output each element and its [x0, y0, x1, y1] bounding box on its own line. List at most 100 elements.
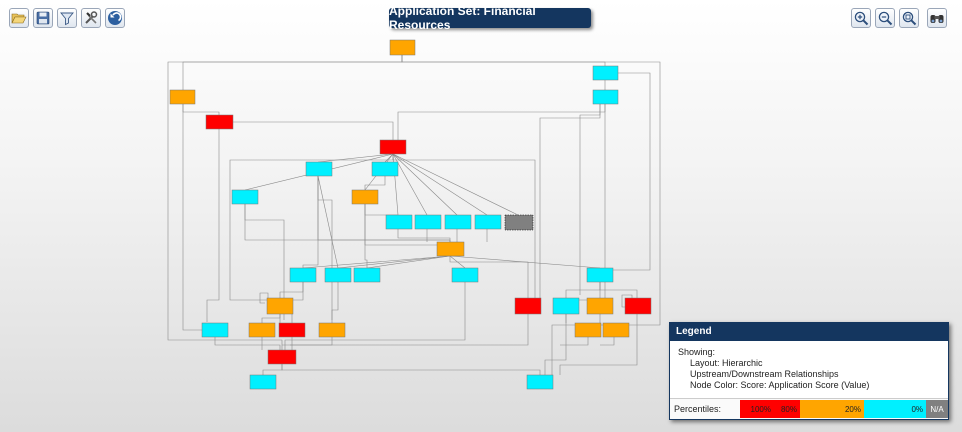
graph-edge: [206, 129, 220, 322]
graph-edge: [364, 204, 368, 268]
graph-node[interactable]: [574, 322, 602, 338]
graph-node[interactable]: [353, 267, 381, 283]
graph-node[interactable]: [592, 89, 619, 105]
graph-edge: [317, 176, 333, 320]
percentile-segment-na: N/A: [926, 400, 948, 418]
graph-edge: [302, 176, 319, 268]
graph-node[interactable]: [169, 89, 196, 105]
graph-node[interactable]: [586, 267, 614, 283]
graph-node[interactable]: [385, 214, 413, 230]
zoom-out-icon: [878, 11, 893, 26]
graph-node[interactable]: [289, 267, 317, 283]
graph-edge: [392, 153, 458, 216]
legend-relationships: Upstream/Downstream Relationships: [690, 369, 839, 379]
graph-edge: [284, 282, 466, 350]
graph-edge: [233, 121, 394, 140]
graph-node[interactable]: [379, 139, 407, 155]
graph-edge: [364, 176, 386, 190]
graph-node[interactable]: [248, 322, 276, 338]
graph-edge: [392, 154, 536, 300]
graph-edge: [282, 314, 529, 346]
graph-edge: [317, 175, 339, 269]
graph-node[interactable]: [318, 322, 346, 338]
graph-edge: [600, 337, 615, 346]
graph-node[interactable]: [624, 297, 652, 315]
graph-edge: [401, 55, 606, 66]
toolbar-right: [851, 8, 947, 28]
floppy-save-icon: [36, 11, 50, 25]
graph-edge: [397, 104, 606, 140]
percentile-segment-80: 80%: [774, 400, 800, 418]
overview-button[interactable]: [927, 8, 947, 28]
zoom-fit-icon: [902, 11, 917, 26]
save-button[interactable]: [33, 8, 53, 28]
graph-edge: [214, 337, 281, 350]
legend-layout: Layout: Hierarchic: [690, 358, 763, 368]
folder-open-icon: [11, 13, 27, 24]
graph-edge: [599, 282, 638, 298]
undo-button[interactable]: [105, 8, 125, 28]
legend-title: Legend: [670, 323, 948, 341]
graph-node[interactable]: [278, 322, 306, 338]
graph-node[interactable]: [267, 349, 297, 365]
graph-node[interactable]: [324, 267, 352, 283]
graph-edge: [392, 153, 519, 216]
graph-node[interactable]: [266, 297, 294, 315]
graph-node[interactable]: [389, 39, 416, 56]
graph-edge: [366, 255, 451, 269]
percentiles-label: Percentiles:: [674, 404, 722, 414]
graph-edge: [261, 314, 281, 323]
percentiles-row: Percentiles: 100% 80% 20% 0% N/A: [670, 398, 948, 419]
graph-node[interactable]: [305, 161, 333, 177]
graph-edge: [560, 337, 589, 346]
graph-edge: [182, 104, 220, 115]
graph-edge: [291, 282, 304, 323]
percentile-segment-20: 20%: [800, 400, 864, 418]
graph-node[interactable]: [231, 189, 259, 205]
graph-node[interactable]: [474, 214, 502, 230]
graph-node[interactable]: [586, 297, 614, 315]
graph-node[interactable]: [444, 214, 472, 230]
filter-button[interactable]: [57, 8, 77, 28]
graph-node[interactable]: [592, 65, 619, 81]
graph-node[interactable]: [201, 322, 229, 338]
graph-edge: [317, 153, 394, 163]
graph-node[interactable]: [602, 322, 630, 338]
percentile-segment-100: 100%: [740, 400, 774, 418]
wrench-screwdriver-icon: [85, 11, 98, 24]
graph-edge: [539, 104, 601, 300]
zoom-in-button[interactable]: [851, 8, 871, 28]
zoom-out-button[interactable]: [875, 8, 895, 28]
graph-node[interactable]: [451, 267, 479, 283]
graph-node[interactable]: [414, 214, 442, 230]
graph-node[interactable]: [552, 297, 580, 315]
graph-node[interactable]: [351, 189, 379, 205]
binoculars-icon: [930, 15, 944, 23]
graph-node[interactable]: [205, 114, 234, 130]
graph-node[interactable]: [249, 374, 277, 390]
graph-edge: [449, 256, 529, 300]
zoom-fit-button[interactable]: [899, 8, 919, 28]
graph-node[interactable]: [371, 161, 399, 177]
graph-edge: [167, 55, 403, 350]
graph-edge: [290, 337, 333, 346]
percentile-segment-0: 0%: [864, 400, 926, 418]
zoom-in-icon: [854, 11, 869, 26]
graph-edge: [262, 364, 283, 375]
graph-node[interactable]: [436, 241, 465, 257]
legend-panel: Legend Showing: Layout: Hierarchic Upstr…: [669, 322, 949, 420]
graph-edge: [397, 229, 451, 242]
legend-body: Showing: Layout: Hierarchic Upstream/Dow…: [670, 341, 948, 391]
graph-node[interactable]: [526, 374, 554, 390]
graph-node[interactable]: [504, 214, 534, 231]
open-button[interactable]: [9, 8, 29, 28]
graph-edge: [559, 314, 638, 375]
graph-nodes: [169, 39, 652, 390]
tools-button[interactable]: [81, 8, 101, 28]
graph-edge: [182, 55, 403, 90]
graph-edge: [182, 104, 215, 331]
graph-edge: [392, 153, 428, 216]
graph-node[interactable]: [514, 297, 542, 315]
graph-edge: [331, 282, 339, 323]
